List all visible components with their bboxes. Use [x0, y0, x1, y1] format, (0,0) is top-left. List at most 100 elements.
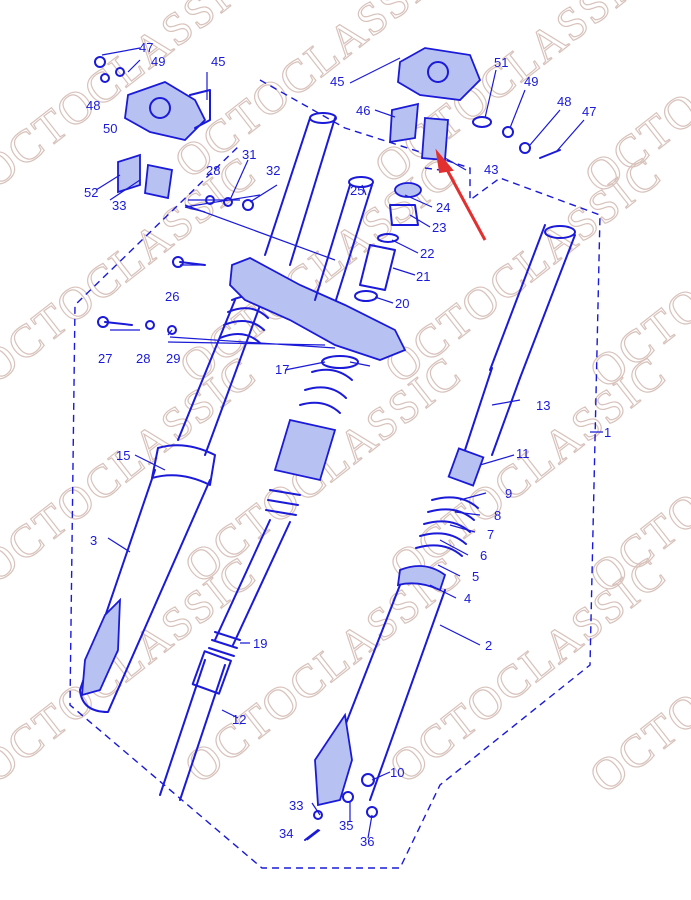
nut-23 — [389, 204, 419, 226]
ring-51 — [472, 116, 492, 128]
callout-49-right: 49 — [524, 74, 538, 89]
callout-43: 43 — [484, 162, 498, 177]
callout-12: 12 — [232, 712, 246, 727]
left-dust-seal — [151, 444, 216, 486]
leader-lines — [95, 47, 603, 841]
callout-11: 11 — [516, 446, 530, 461]
sub-outline — [424, 167, 441, 171]
damper-collar — [191, 650, 232, 695]
damper-assembly — [159, 368, 353, 801]
right-seal-stack — [415, 496, 479, 557]
washer-22 — [377, 233, 399, 243]
left-clamp-group — [94, 56, 211, 200]
right-tube-top — [544, 225, 576, 239]
callout-2: 2 — [485, 638, 492, 653]
callout-21: 21 — [416, 269, 430, 284]
callout-50: 50 — [103, 121, 117, 136]
callout-47: 47 — [139, 40, 153, 55]
callout-5: 5 — [472, 569, 479, 584]
callout-48: 48 — [86, 98, 100, 113]
washer-49-right — [502, 126, 514, 138]
right-fork-foot — [314, 712, 353, 807]
spacer-21 — [359, 244, 396, 291]
callout-46: 46 — [356, 103, 370, 118]
callout-45-right: 45 — [330, 74, 344, 89]
left-clamp-hole — [149, 97, 171, 119]
callout-1: 1 — [604, 425, 611, 440]
callout-17: 17 — [275, 362, 289, 377]
right-collar-11 — [447, 447, 485, 487]
washer-28-low — [145, 320, 155, 330]
lower-bracket — [229, 257, 407, 361]
damper-body — [273, 418, 337, 482]
callout-24: 24 — [436, 200, 450, 215]
callout-28-low: 28 — [136, 351, 150, 366]
callout-53-left: 33 — [112, 198, 126, 213]
callout-8: 8 — [494, 508, 501, 523]
callout-22: 22 — [420, 246, 434, 261]
bolt-26-head — [172, 256, 184, 268]
washer-48-right — [519, 142, 531, 154]
right-inner-tube-13 — [464, 367, 521, 456]
callout-51: 51 — [494, 55, 508, 70]
left-tube-top — [309, 112, 337, 124]
washer-48-left — [100, 73, 110, 83]
right-upper-tube — [489, 224, 576, 379]
callout-28-top: 28 — [206, 163, 220, 178]
callout-26: 26 — [165, 289, 179, 304]
nut-32 — [242, 199, 254, 211]
callout-19: 19 — [253, 636, 267, 651]
callout-23: 23 — [432, 220, 446, 235]
damper-spring-upper — [265, 489, 301, 516]
clamp-half-43 — [421, 117, 449, 161]
bolt-35 — [342, 791, 354, 803]
callout-15: 15 — [116, 448, 130, 463]
left-clamp-arm — [189, 89, 211, 129]
right-clamp-hole — [427, 61, 449, 83]
callout-29: 29 — [166, 351, 180, 366]
bolt-27-head — [97, 316, 109, 328]
assembly-outline — [69, 79, 601, 869]
damper-rod — [214, 519, 291, 646]
bolt-34 — [304, 829, 319, 841]
right-fork-assembly — [314, 224, 576, 807]
left-upper-tube — [264, 117, 336, 266]
callout-49: 49 — [151, 54, 165, 69]
callout-3: 3 — [90, 533, 97, 548]
callout-6: 6 — [480, 548, 487, 563]
clamp-piece-52 — [117, 153, 141, 194]
callout-25: 25 — [350, 183, 364, 198]
cap-24 — [394, 182, 422, 198]
steering-stem — [229, 176, 407, 361]
callout-35: 35 — [339, 818, 353, 833]
callout-27: 27 — [98, 351, 112, 366]
right-clamp-group — [389, 47, 561, 161]
stem-shaft — [314, 184, 373, 301]
bolt-27 — [104, 321, 133, 326]
callout-48-right: 48 — [557, 94, 571, 109]
clamp-piece-53 — [144, 163, 174, 200]
washer-29 — [167, 325, 177, 335]
callout-13: 13 — [536, 398, 550, 413]
left-outer-tube — [79, 469, 211, 713]
callout-52: 52 — [84, 185, 98, 200]
left-fork-leg-bottom — [80, 597, 121, 697]
stem-top — [348, 176, 374, 188]
center-bellows — [299, 368, 353, 414]
spring-19 — [208, 631, 241, 657]
callout-20: 20 — [395, 296, 409, 311]
callout-4: 4 — [464, 591, 471, 606]
red-arrow-indicator — [435, 148, 487, 241]
bearing-20 — [354, 290, 378, 302]
washer-49-left — [115, 67, 125, 77]
washer-10 — [361, 773, 375, 787]
callout-34: 34 — [279, 826, 293, 841]
damper-bottom-rod — [159, 659, 226, 801]
washer-31 — [223, 197, 233, 207]
right-clamp-body — [397, 47, 482, 101]
callout-36: 36 — [360, 834, 374, 849]
bolt-47-left — [94, 56, 106, 68]
clamp-half-46 — [389, 102, 420, 144]
callout-10: 10 — [390, 765, 404, 780]
